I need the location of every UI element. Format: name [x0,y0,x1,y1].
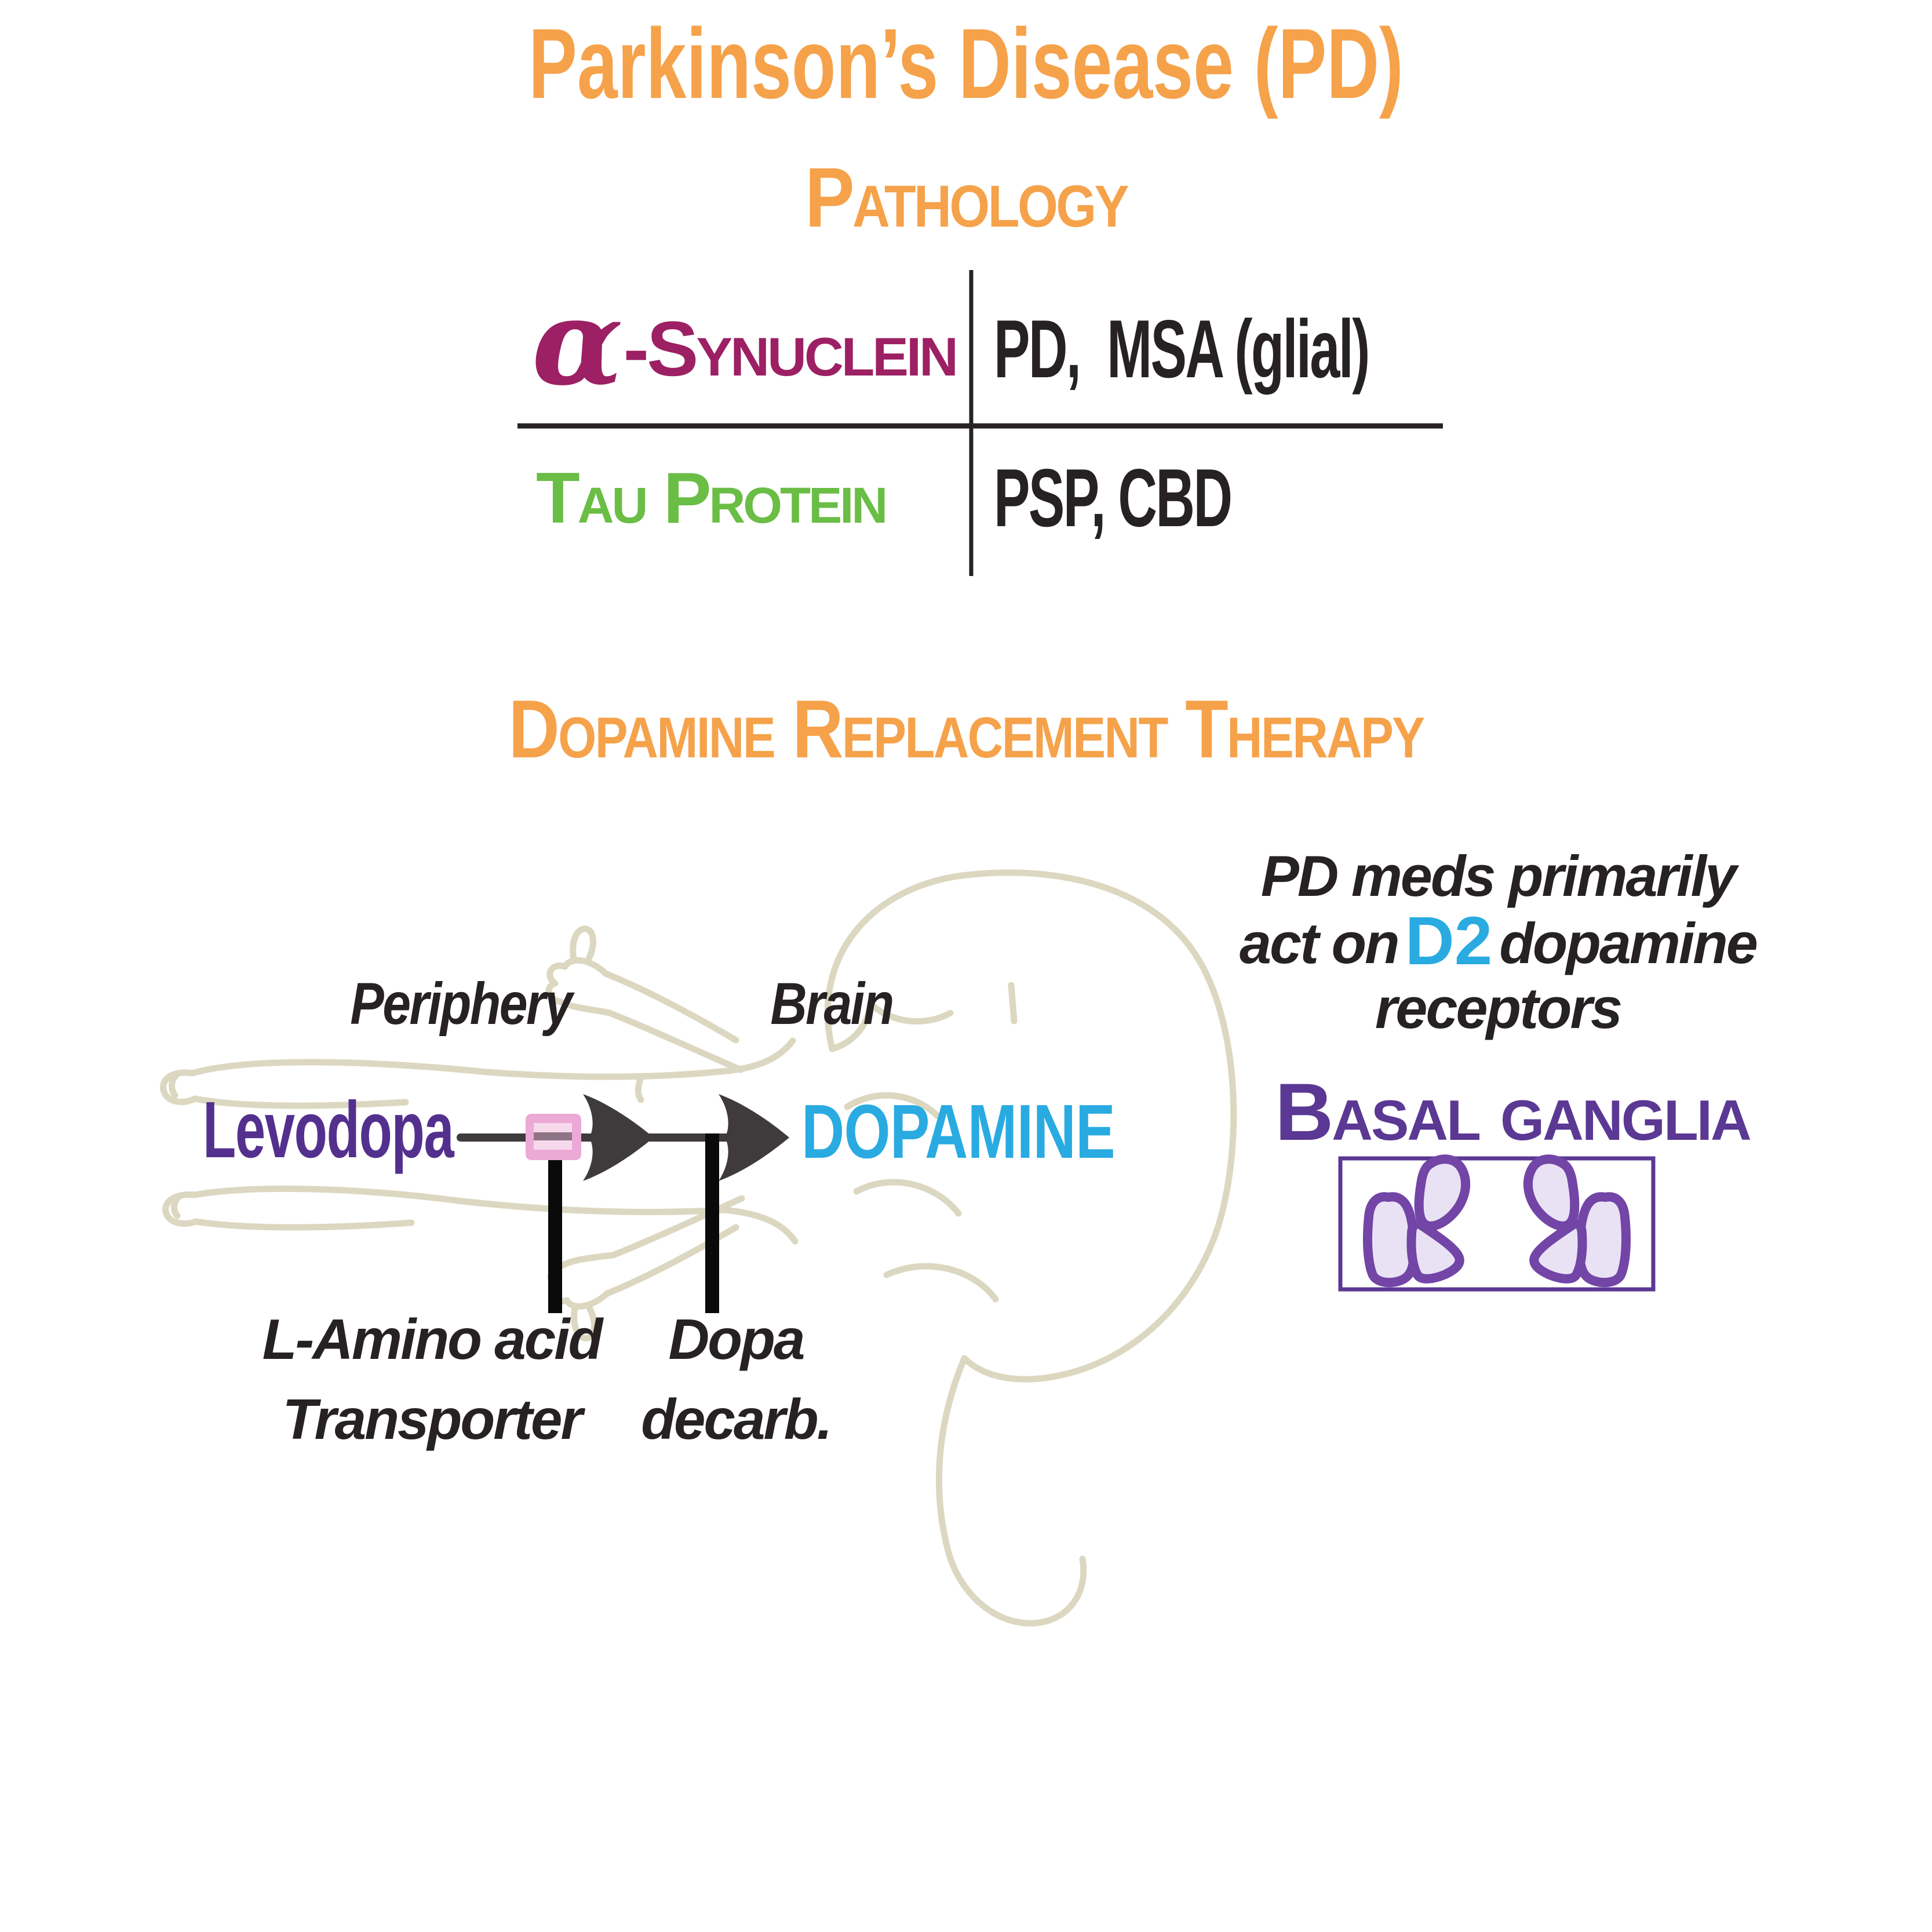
basal-ganglia-nuclei-left [1363,1154,1471,1288]
enzyme-label-transporter: L-Amino acid Transporter [229,1299,635,1459]
enzyme-label-line: decarb. [641,1387,833,1451]
dopamine-label: DOPAMINE [801,1089,1116,1174]
d2-highlight: D2 [1405,903,1493,979]
enzyme-label-decarboxylase: Dopa decarb. [597,1299,875,1459]
pathology-heading: Pathology [805,150,1129,245]
enzyme-label-line: Dopa [668,1307,805,1371]
basal-ganglia-nucleus-shape [1414,1154,1471,1231]
basal-ganglia-label: Basal ganglia [1275,1066,1752,1157]
basal-ganglia-nuclei-right [1523,1154,1631,1288]
alpha-symbol: α [531,273,624,412]
basal-ganglia-nucleus-shape [1363,1192,1419,1288]
basal-ganglia-nucleus-shape [1406,1219,1464,1284]
disease-list-synucleinopathies: PD, MSA (glial) [994,303,1370,395]
basal-ganglia-nucleus-shape [1575,1192,1631,1288]
therapy-heading: Dopamine Replacement Therapy [508,683,1426,775]
note-line-1: PD meds primarily [1260,844,1737,908]
enzyme-label-line: L-Amino acid [262,1307,603,1371]
basal-ganglia-box [1338,1156,1656,1292]
protein-label-text: -Synuclein [623,306,958,392]
protein-label-tau: Tau Protein [536,458,888,538]
basal-ganglia-nucleus-shape [1529,1219,1587,1284]
levodopa-label: Levodopa [203,1085,454,1175]
transporter-box [526,1114,581,1160]
brain-outline-sketch [824,869,1237,1627]
arrowhead-icon [719,1094,789,1181]
arrowhead-icon [583,1094,654,1181]
enzyme-label-line: Transporter [282,1387,582,1451]
brain-label: Brain [770,971,894,1037]
periphery-label: Periphery [350,971,573,1037]
page-title: Parkinson’s Disease (PD) [528,8,1404,119]
note-line-3: receptors [1375,976,1623,1040]
basal-ganglia-nucleus-shape [1523,1154,1580,1231]
protein-label-alpha-synuclein: α-Synuclein [498,283,958,406]
disease-list-tauopathies: PSP, CBD [994,452,1233,544]
body-outline-sketch [160,925,799,1342]
